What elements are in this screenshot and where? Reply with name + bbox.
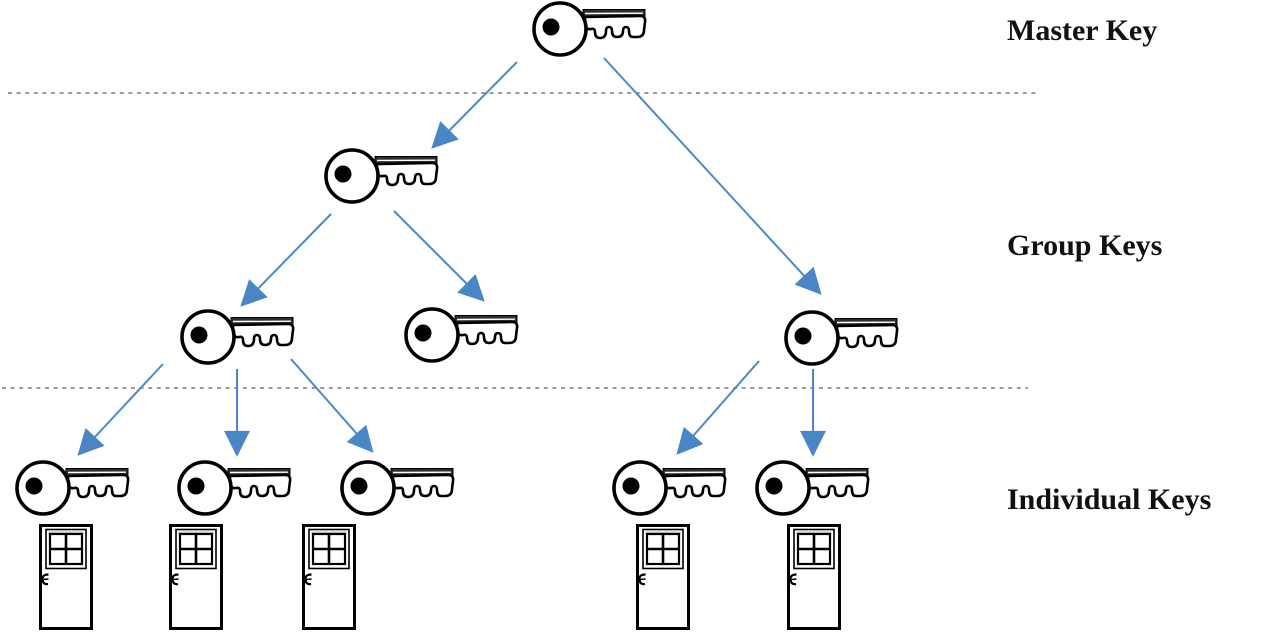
arrow-group-key-a-to-group-key-a2 (393, 210, 485, 302)
door-1-icon (39, 524, 93, 630)
label-group-keys: Group Keys (1007, 229, 1163, 262)
door-2-icon (169, 524, 223, 630)
individual-key-1-icon (15, 460, 130, 516)
label-individual-keys: Individual Keys (1007, 483, 1212, 516)
individual-key-5-icon (755, 460, 870, 516)
arrow-group-key-a-to-group-key-a1 (240, 213, 332, 307)
group-key-a1-icon (180, 309, 295, 365)
group-key-a-icon (324, 148, 439, 204)
door-3-icon (302, 524, 356, 630)
group-key-b-icon (784, 310, 899, 366)
individual-key-3-icon (340, 460, 455, 516)
arrow-group-key-a1-to-individual-key-3 (290, 358, 374, 453)
arrow-master-key-to-group-key-b (603, 57, 822, 295)
door-5-icon (787, 524, 841, 630)
individual-key-2-icon (177, 460, 292, 516)
individual-key-4-icon (612, 460, 727, 516)
arrow-group-key-b-to-individual-key-4 (676, 360, 760, 455)
arrow-master-key-to-group-key-a (431, 61, 518, 149)
arrow-group-key-a1-to-individual-key-1 (77, 363, 164, 456)
group-key-a2-icon (404, 307, 519, 363)
label-master-key: Master Key (1007, 14, 1158, 47)
door-4-icon (636, 524, 690, 630)
master-key-icon (532, 1, 647, 57)
